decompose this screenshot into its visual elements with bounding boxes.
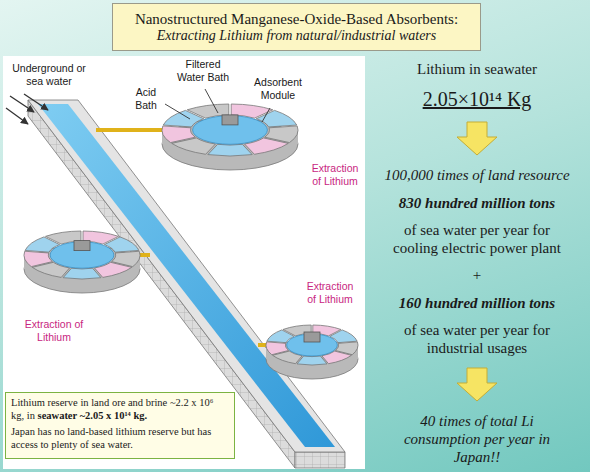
- leader-line: [205, 89, 218, 113]
- inflow-arrow: [24, 94, 48, 110]
- extraction-plant: [24, 231, 150, 293]
- leader-line: [165, 104, 190, 119]
- adsorbent-module: [74, 241, 90, 251]
- bath-segment: [208, 144, 252, 156]
- extraction-label: Extraction of Lithium: [22, 318, 86, 343]
- inflow-arrows: [6, 94, 48, 124]
- note-text: seawater ~2.05 x 10¹⁴ kg.: [38, 410, 148, 421]
- illustration-ground: [3, 56, 365, 469]
- plant-top: [162, 104, 298, 156]
- down-arrow-shape: [457, 368, 497, 401]
- fact-figure: 830 hundred million tons: [399, 194, 555, 212]
- bath-segment: [266, 342, 289, 355]
- adsorbent-module: [222, 115, 238, 125]
- fact-text: of sea water per year for industrial usa…: [387, 321, 567, 357]
- note-paragraph: Japan has no land-based lithium reserve …: [11, 425, 229, 451]
- plant-top: [24, 231, 140, 279]
- title-text: Nanostructured Manganese-Oxide-Based Abs…: [135, 10, 458, 28]
- inflow-arrow: [6, 108, 28, 124]
- extraction-plant: [258, 325, 358, 379]
- part-label: Underground or sea water: [8, 62, 90, 87]
- bath-segment: [162, 126, 195, 143]
- fact-heading: Lithium in seawater: [417, 60, 537, 78]
- down-arrow-shape: [457, 122, 497, 155]
- leader-line: [262, 108, 270, 122]
- fact-figure: 2.05×10¹⁴ Kg: [423, 87, 532, 111]
- down-arrow: [455, 367, 499, 403]
- feed-pipe: [96, 128, 166, 132]
- note-text: Japan has no land-based lithium reserve …: [11, 426, 211, 450]
- part-label: Acid Bath: [128, 86, 164, 111]
- note-paragraph: Lithium reserve in land ore and brine ~2…: [11, 396, 229, 422]
- adsorbent-module: [304, 332, 320, 342]
- subtitle: Extracting Lithium from natural/industri…: [157, 28, 437, 45]
- facts-column: Lithium in seawater 2.05×10¹⁴ Kg 100,000…: [368, 60, 586, 466]
- fact-text: 100,000 times of land resource: [384, 166, 569, 184]
- part-label: Filtered Water Bath: [170, 58, 236, 83]
- bath-segment: [24, 251, 52, 266]
- plant-top: [266, 325, 358, 365]
- fact-figure: 160 hundred million tons: [399, 294, 555, 312]
- bath-segment: [63, 268, 101, 279]
- title-band: Nanostructured Manganese-Oxide-Based Abs…: [112, 3, 481, 51]
- down-arrow: [455, 121, 499, 157]
- note-box: Lithium reserve in land ore and brine ~2…: [5, 392, 235, 459]
- bath-segment: [297, 356, 327, 365]
- central-water: [193, 116, 268, 145]
- extraction-plant: [96, 104, 298, 170]
- part-label: Adsorbent Module: [246, 76, 310, 101]
- fact-result: 40 times of total Li consumption per yea…: [382, 412, 572, 466]
- extraction-label: Extraction of Lithium: [305, 162, 365, 187]
- channel-end: [295, 452, 345, 468]
- extraction-label: Extraction of Lithium: [300, 280, 360, 305]
- fact-text: of sea water per year for cooling electr…: [387, 221, 567, 257]
- plus-sign: +: [473, 266, 481, 284]
